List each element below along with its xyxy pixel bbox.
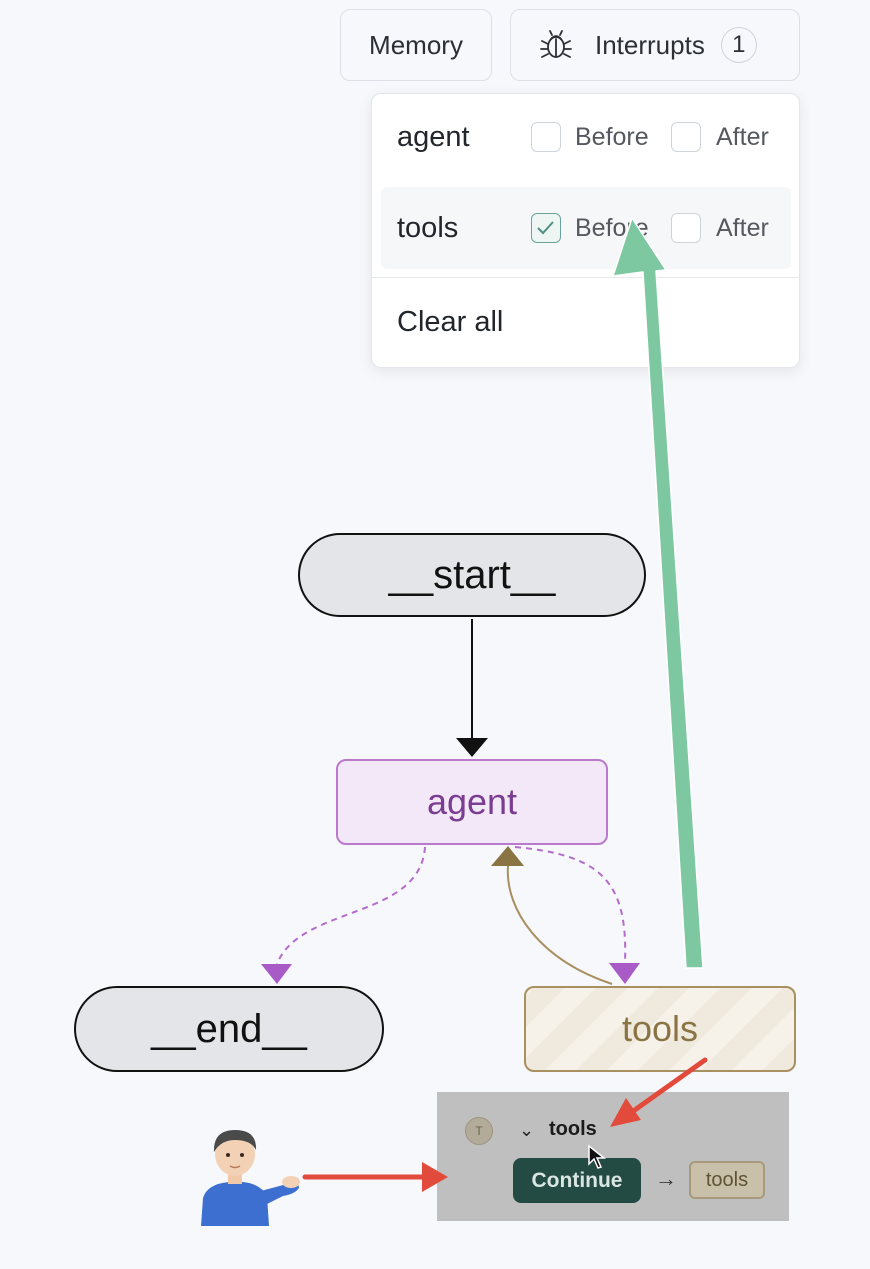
interrupts-dropdown: agent Before After tools Before After Cl…: [371, 93, 800, 368]
edge-agent-end: [276, 846, 426, 965]
node-start-label: __start__: [388, 552, 556, 597]
tools-after-label[interactable]: After: [716, 213, 769, 242]
interrupts-button-label: Interrupts: [595, 29, 705, 60]
menu-divider: [372, 277, 799, 278]
node-end[interactable]: __end__: [74, 986, 384, 1072]
interrupt-row-tools: tools Before After: [381, 187, 791, 269]
node-tools-label: tools: [621, 1008, 699, 1049]
edge-tools-agent: [506, 865, 613, 985]
clear-all-button[interactable]: Clear all: [397, 306, 504, 338]
memory-button[interactable]: Memory: [340, 9, 492, 81]
interrupts-count-badge: 1: [720, 27, 757, 63]
next-node-chip-label: tools: [705, 1168, 749, 1191]
agent-after-label[interactable]: After: [716, 122, 769, 151]
edge-agent-tools: [514, 846, 627, 963]
mouse-cursor-icon: [588, 1144, 607, 1169]
arrow-right-icon: →: [655, 1166, 677, 1191]
arrowhead-tools: [609, 963, 640, 984]
chevron-down-icon[interactable]: ⌄: [519, 1120, 535, 1140]
node-agent-label: agent: [426, 781, 518, 822]
agent-before-checkbox[interactable]: [531, 122, 561, 152]
agent-after-checkbox[interactable]: [671, 122, 701, 152]
checkmark-icon: [537, 221, 554, 235]
interrupt-row-agent: agent Before After: [381, 96, 791, 178]
memory-button-label: Memory: [369, 29, 463, 60]
tools-before-label[interactable]: Before: [575, 213, 649, 242]
node-end-label: __end__: [151, 1006, 307, 1051]
node-tools[interactable]: tools: [524, 986, 796, 1072]
node-agent[interactable]: agent: [336, 759, 608, 845]
arrowhead-agent-return: [491, 846, 524, 866]
interrupts-button[interactable]: Interrupts 1: [510, 9, 800, 81]
tools-before-checkbox[interactable]: [531, 213, 561, 243]
agent-before-label[interactable]: Before: [575, 122, 649, 151]
continue-button[interactable]: Continue: [513, 1158, 641, 1203]
interrupt-panel-screenshot: T ⌄ tools Continue → tools: [437, 1092, 789, 1221]
tools-after-checkbox[interactable]: [671, 213, 701, 243]
continue-button-label: Continue: [531, 1168, 623, 1192]
arrowhead-end: [261, 964, 292, 984]
bug-icon: [540, 30, 572, 58]
interrupt-node-name: agent: [397, 120, 470, 153]
person-pointing-icon: [201, 1130, 300, 1226]
arrowhead-agent: [456, 738, 488, 757]
interrupt-node-name: tools: [397, 211, 459, 244]
interrupted-node-title: tools: [549, 1118, 597, 1140]
node-start[interactable]: __start__: [298, 533, 646, 617]
node-avatar: T: [465, 1117, 493, 1145]
next-node-chip: tools: [689, 1161, 765, 1199]
